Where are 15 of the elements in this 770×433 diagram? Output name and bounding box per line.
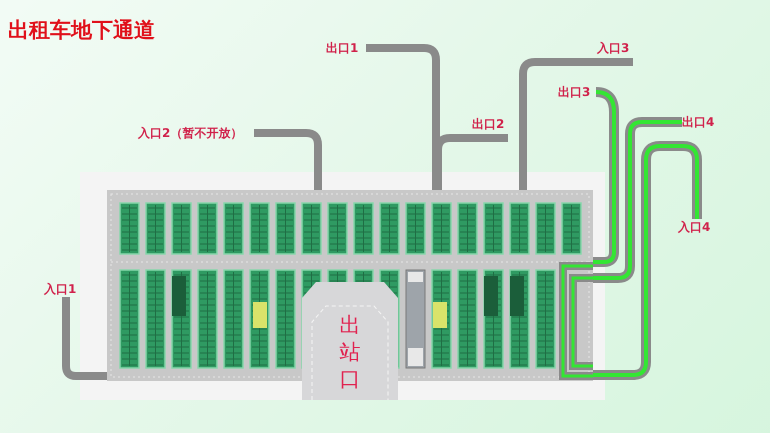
road xyxy=(62,297,107,380)
road xyxy=(366,44,440,190)
road xyxy=(254,129,322,190)
road-label: 入口4 xyxy=(678,219,718,235)
station-exit-box xyxy=(302,282,398,400)
road-label: 入口3 xyxy=(597,40,633,58)
road xyxy=(519,58,633,190)
title: 出租车地下通道 xyxy=(8,17,155,44)
road-label: 入口2（暂不开放） xyxy=(138,125,254,141)
road-label: 出口1 xyxy=(326,40,366,56)
road-label: 入口1 xyxy=(44,281,84,297)
road-label: 出口4 xyxy=(682,114,722,130)
road-label: 出口3 xyxy=(558,84,596,100)
exit-label: 出站口 xyxy=(338,312,362,393)
road-label: 出口2 xyxy=(472,116,508,134)
